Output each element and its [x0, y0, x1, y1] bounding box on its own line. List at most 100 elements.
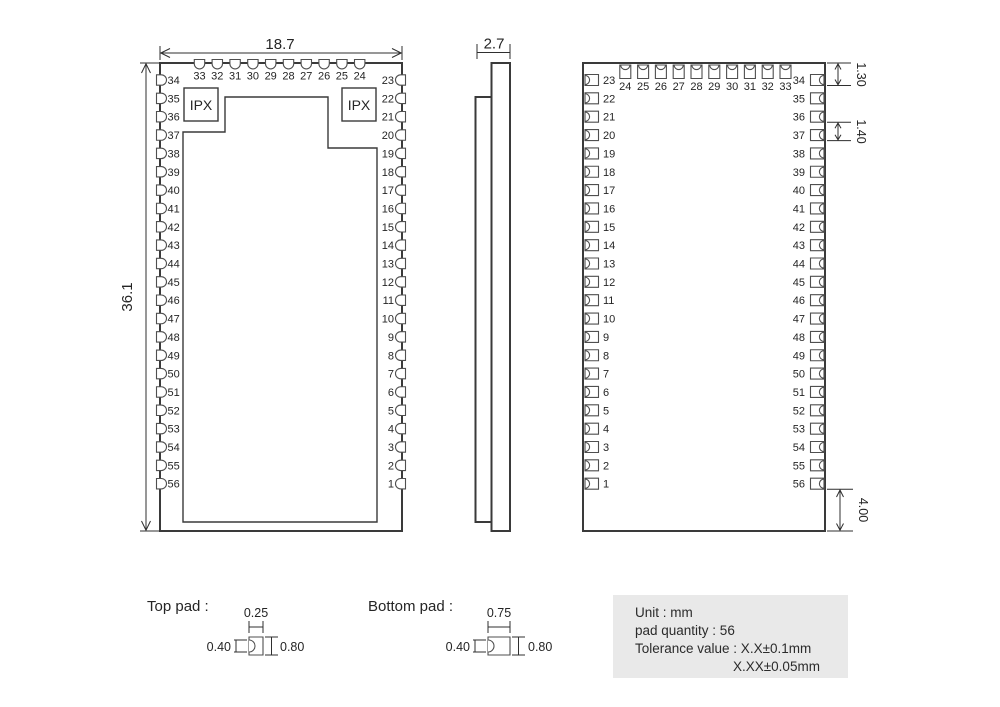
bottom-view-top-pads — [619, 64, 792, 80]
pad-shape — [809, 294, 825, 307]
pad-shape — [726, 64, 739, 80]
pin-number-label: 50 — [793, 369, 805, 381]
pin-number-label: 41 — [168, 203, 180, 215]
pad-shape — [809, 110, 825, 123]
pin-number-label: 53 — [793, 424, 805, 436]
ipx-connector-left — [183, 87, 219, 122]
pin-number-label: 24 — [354, 71, 366, 83]
pad-shape — [809, 239, 825, 252]
pin-number-label: 45 — [793, 277, 805, 289]
pin-number-label: 27 — [300, 71, 312, 83]
pad-shape — [809, 92, 825, 105]
pin-number-label: 22 — [382, 93, 394, 105]
pin-number-label: 5 — [388, 405, 394, 417]
bottom-pad-detail: Bottom pad : 0.75 0.40 0.80 — [368, 598, 552, 656]
pad-shape — [809, 147, 825, 160]
top-pad-width-label: 0.25 — [244, 606, 268, 620]
pad-shape — [584, 459, 600, 472]
pad-shape — [395, 129, 407, 141]
pad-shape — [155, 92, 167, 105]
pad-shape — [809, 129, 825, 142]
dim-height: 36.1 — [119, 62, 160, 532]
pad-shape — [761, 64, 774, 80]
pad-shape — [395, 367, 407, 380]
pad-shape — [155, 184, 167, 196]
pad-shape — [584, 92, 600, 105]
pin-number-label: 55 — [793, 460, 805, 472]
top-view: IPX IPX 34353637383940414243444546474849… — [119, 36, 407, 532]
pad-shape — [672, 64, 685, 80]
pad-shape — [584, 312, 600, 325]
bottom-view-body-outline — [582, 62, 826, 532]
top-view-body-outline — [159, 62, 403, 532]
pad-shape — [155, 129, 167, 141]
pad-shape — [584, 330, 600, 343]
dim-bottom-gap-arrows — [836, 488, 844, 532]
pin-number-label: 29 — [265, 71, 277, 83]
pin-number-label: 49 — [793, 350, 805, 362]
pin-number-label: 51 — [793, 387, 805, 399]
bottom-pad-height-label: 0.80 — [528, 640, 552, 654]
pin-number-label: 43 — [793, 240, 805, 252]
pad-shape — [809, 422, 825, 435]
pad-shape — [584, 129, 600, 142]
pad-shape — [395, 202, 407, 215]
pin-number-label: 56 — [168, 479, 180, 491]
pad-shape — [708, 64, 721, 80]
top-pad-detail: Top pad : 0.25 0.40 0.80 — [147, 598, 304, 656]
pin-number-label: 38 — [793, 148, 805, 160]
pin-number-label: 43 — [168, 240, 180, 252]
dim-pad-pitch: 1.40 — [827, 119, 868, 144]
pad-shape — [584, 147, 600, 160]
ipx-connector-right — [341, 87, 377, 122]
info-unit: Unit : mm — [635, 605, 693, 620]
pin-number-label: 8 — [388, 350, 394, 362]
pin-number-label: 11 — [603, 295, 614, 307]
bottom-pad-notch-label: 0.40 — [446, 640, 470, 654]
bottom-pad-title: Bottom pad : — [368, 598, 453, 615]
dim-thickness: 2.7 — [476, 36, 511, 59]
pin-number-label: 42 — [793, 222, 805, 234]
pad-shape — [654, 64, 667, 80]
pin-number-label: 10 — [382, 314, 394, 326]
pad-shape — [395, 166, 407, 178]
pad-shape — [155, 257, 167, 270]
pad-shape — [809, 477, 825, 490]
pad-shape — [155, 441, 167, 453]
pad-shape — [155, 221, 167, 233]
pad-shape — [584, 367, 600, 380]
pad-shape — [395, 74, 407, 86]
pad-shape — [395, 386, 407, 398]
pin-number-label: 55 — [168, 460, 180, 472]
pad-shape — [155, 331, 167, 343]
bottom-pad-width-label: 0.75 — [487, 606, 511, 620]
pin-number-label: 39 — [168, 167, 180, 179]
top-view-left-pin-numbers: 3435363738394041424344454647484950515253… — [168, 75, 180, 491]
pin-number-label: 29 — [708, 81, 720, 93]
pad-shape — [395, 459, 407, 472]
pad-shape — [155, 294, 167, 306]
pin-number-label: 48 — [168, 332, 180, 344]
bottom-pad-width-bracket — [487, 621, 511, 633]
pin-number-label: 10 — [603, 314, 615, 326]
pin-number-label: 19 — [382, 148, 394, 160]
pad-shape — [155, 459, 167, 472]
pin-number-label: 7 — [603, 369, 609, 381]
pin-number-label: 46 — [168, 295, 180, 307]
dim-pad-height-label: 1.30 — [854, 62, 868, 86]
pin-number-label: 27 — [673, 81, 685, 93]
pad-shape — [584, 422, 600, 435]
pin-number-label: 6 — [388, 387, 394, 399]
pad-shape — [584, 202, 600, 215]
top-view-inner-outline — [182, 96, 378, 523]
pad-shape — [809, 349, 825, 362]
ipx-label-left: IPX — [190, 97, 213, 113]
pin-number-label: 31 — [229, 71, 241, 83]
pad-shape — [584, 385, 600, 398]
pin-number-label: 2 — [603, 460, 609, 472]
pin-number-label: 47 — [168, 314, 180, 326]
pad-shape — [809, 165, 825, 178]
pin-number-label: 47 — [793, 314, 805, 326]
pin-number-label: 12 — [382, 277, 394, 289]
